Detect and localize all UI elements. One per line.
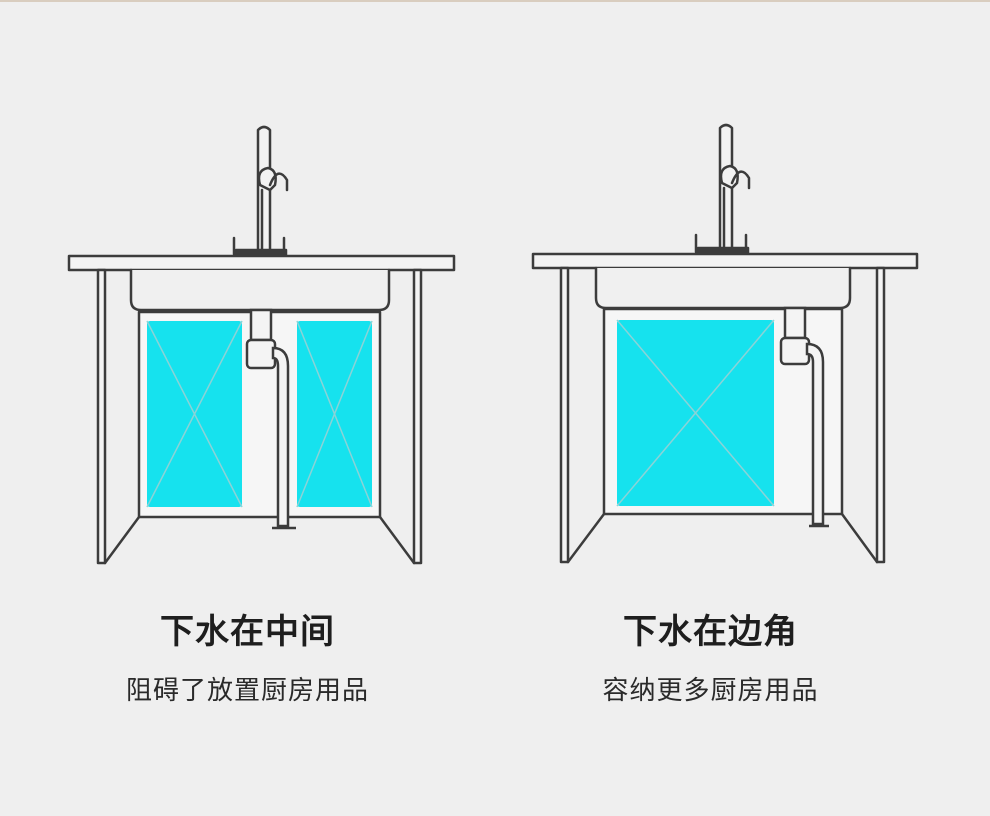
sink-basin xyxy=(129,268,391,312)
sink-cabinet-diagram-corner xyxy=(531,123,919,564)
storage-area-large xyxy=(616,319,775,507)
panel-subtitle: 容纳更多厨房用品 xyxy=(602,676,819,706)
storage-area-right xyxy=(296,320,373,508)
faucet-icon xyxy=(694,123,751,256)
drain-pipe-icon xyxy=(779,306,829,528)
drain-pipe-icon xyxy=(245,308,296,530)
panel-title: 下水在中间 xyxy=(160,612,335,652)
top-border xyxy=(0,0,990,2)
panel-title: 下水在边角 xyxy=(623,612,798,652)
sink-cabinet-diagram-middle xyxy=(67,125,456,565)
countertop xyxy=(67,254,456,272)
panel-drain-middle: 下水在中间 阻碍了放置厨房用品 xyxy=(67,125,456,706)
storage-area-left xyxy=(146,320,243,508)
faucet-icon xyxy=(232,125,289,258)
panel-subtitle: 阻碍了放置厨房用品 xyxy=(125,676,369,706)
countertop xyxy=(531,252,919,270)
panel-drain-corner: 下水在边角 容纳更多厨房用品 xyxy=(463,0,958,816)
sink-basin xyxy=(594,266,852,310)
